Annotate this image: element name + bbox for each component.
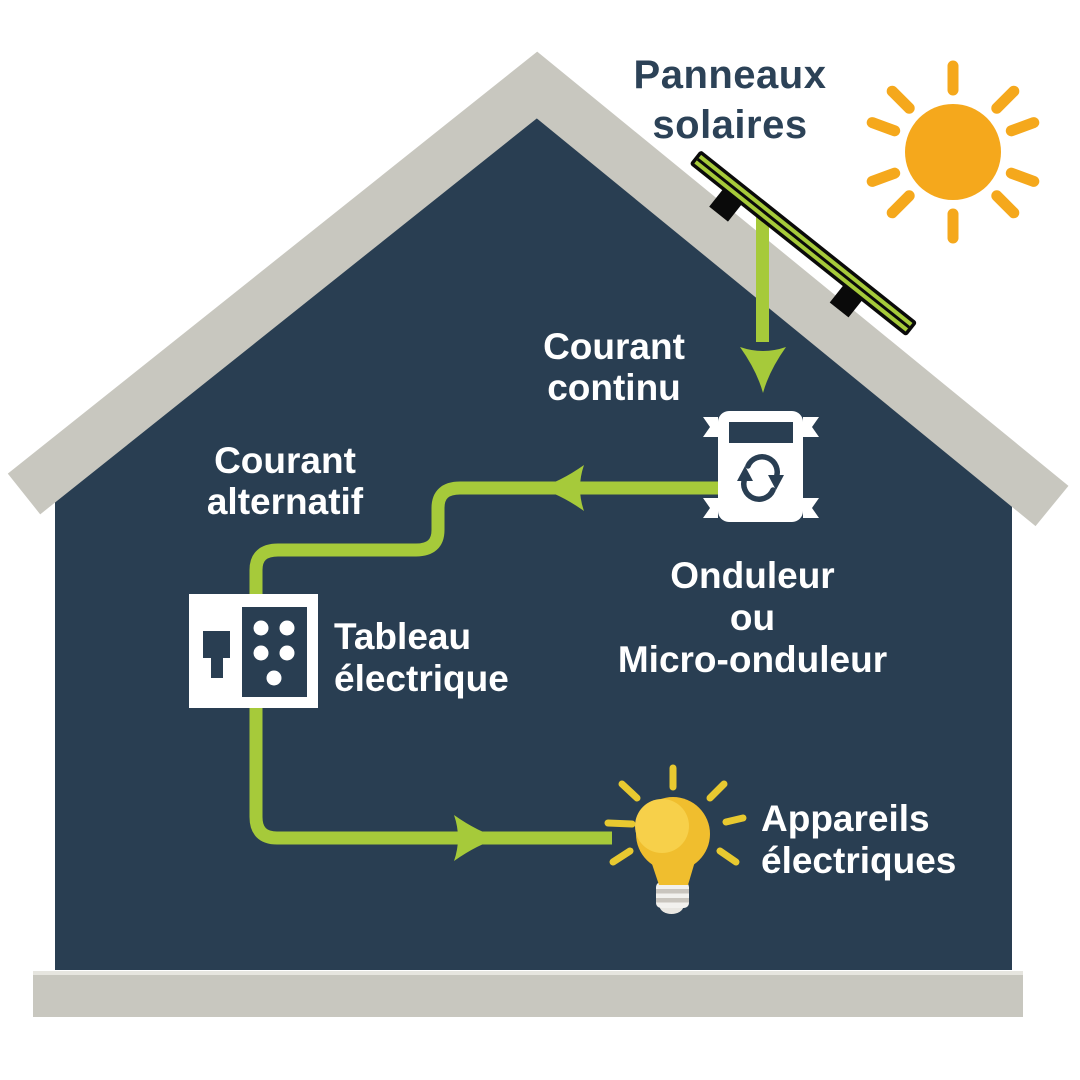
electrical-board-label: Tableau électrique [334,616,509,699]
breaker-panel-icon [189,594,318,708]
breaker-switch-icon [203,631,230,678]
solar-panels-label: Panneaux solaires [633,53,827,148]
green-flow-arrows [249,214,769,845]
sync-arrows-icon [737,454,784,502]
inverter-sync-icon [703,411,819,522]
bulb-rays [604,764,747,866]
dc-current-label: Courant continu [543,326,685,408]
base-bar [33,971,1023,1017]
appliance-flow-line [249,706,612,845]
sun-icon [866,60,1040,244]
solar-panel-icon [690,151,917,336]
flow-arrowheads [454,347,786,861]
dc-arrow-shaft [756,214,769,342]
appliances-label: Appareils électriques [761,798,957,881]
house-wall [55,117,1012,970]
arrowhead-down-icon [740,347,786,393]
inverter-label: Onduleur ou Micro-onduleur [617,555,888,680]
arrowhead-left-icon [538,465,584,511]
ac-current-label: Courant alternatif [206,440,364,522]
ac-flow-line [249,481,718,596]
roof-band [7,51,1069,527]
light-bulb-icon [604,764,747,914]
arrowhead-right-icon [454,815,500,861]
